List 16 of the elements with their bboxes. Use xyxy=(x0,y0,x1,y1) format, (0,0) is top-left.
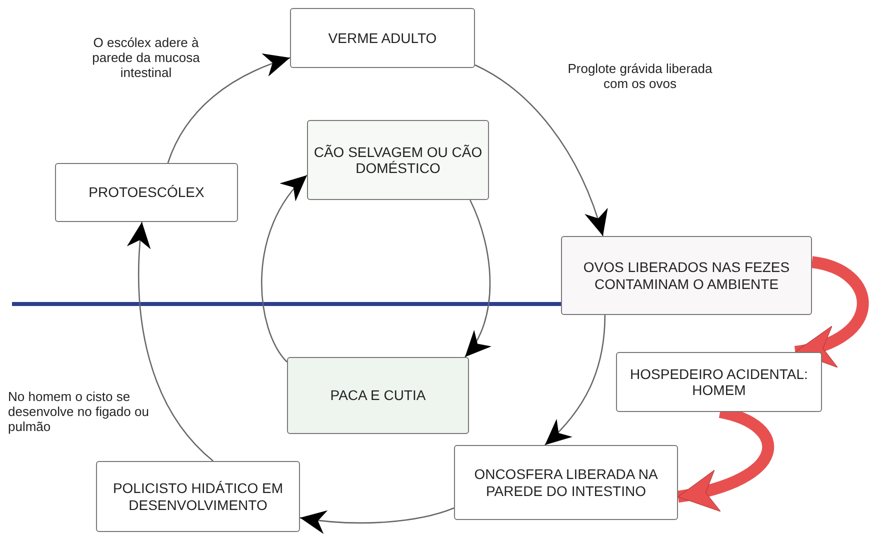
stage-box: PACA E CUTIA xyxy=(287,357,469,434)
stage-box: CÃO SELVAGEM OU CÃO DOMÉSTICO xyxy=(307,120,489,200)
stage-box: VERME ADULTO xyxy=(290,8,475,68)
arrow xyxy=(544,314,606,446)
arrow xyxy=(167,54,290,164)
arrow xyxy=(794,256,869,365)
arrow xyxy=(474,64,607,236)
stage-box: OVOS LIBERADOS NAS FEZES CONTAMINAM O AMBIENTE xyxy=(561,236,812,315)
stage-box: ONCOSFERA LIBERADA NA PAREDE DO INTESTINO xyxy=(454,445,678,520)
arrow xyxy=(128,222,214,462)
stage-box: POLICISTO HIDÁTICO EM DESENVOLVIMENTO xyxy=(96,461,300,532)
arrow xyxy=(261,174,308,362)
arrow xyxy=(464,200,491,358)
stage-box: HOSPEDEIRO ACIDENTAL: HOMEM xyxy=(616,352,822,412)
stage-box: PROTOESCÓLEX xyxy=(55,163,238,222)
arrow xyxy=(300,507,454,534)
